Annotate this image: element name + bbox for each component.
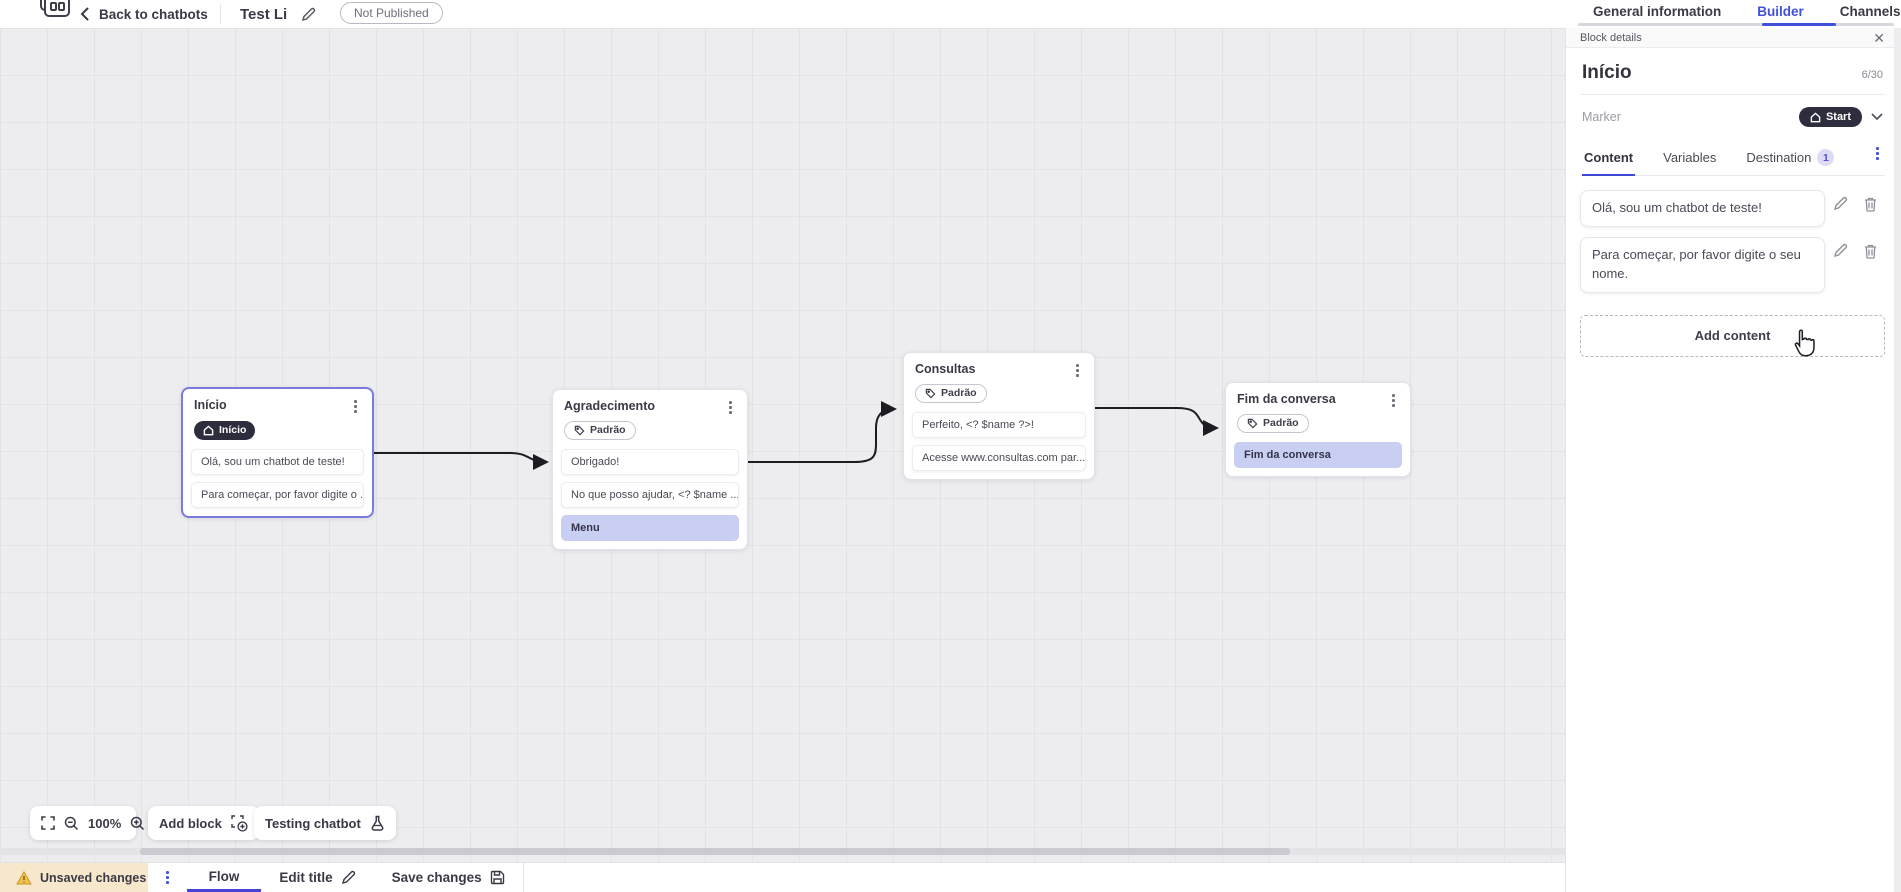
unsaved-changes-indicator: Unsaved changes [0, 863, 148, 892]
panel-tabs: Content Variables Destination 1 [1580, 137, 1885, 176]
block-menu-icon[interactable] [1072, 362, 1083, 379]
block-details-panel: Block details ✕ Início 6/30 Marker Start… [1565, 28, 1901, 892]
block-content-item[interactable]: Para começar, por favor digite o ... [191, 481, 364, 508]
unsaved-changes-label: Unsaved changes [40, 870, 147, 885]
content-item-row: Para começar, por favor digite o seu nom… [1580, 236, 1885, 293]
block-content-item[interactable]: Perfeito, <? $name ?>! [912, 411, 1086, 438]
block-menu-icon[interactable] [725, 399, 736, 416]
flow-block-consultas[interactable]: Consultas Padrão Perfeito, <? $name ?>! … [903, 352, 1095, 480]
panel-scrollbar-track[interactable] [1894, 28, 1901, 892]
tab-general-information[interactable]: General information [1593, 3, 1722, 19]
top-bar: Back to chatbots Test Li Not Published G… [0, 0, 1901, 28]
block-menu-icon[interactable] [350, 398, 361, 415]
block-menu-item[interactable]: Menu [561, 514, 739, 541]
back-to-chatbots-button[interactable]: Back to chatbots [80, 0, 208, 28]
horizontal-scrollbar-thumb[interactable] [140, 848, 1290, 855]
save-changes-label: Save changes [391, 870, 482, 885]
chevron-down-icon[interactable] [1871, 113, 1883, 121]
zoom-out-icon[interactable] [64, 816, 79, 831]
bottom-bar: Unsaved changes Flow Edit title Save cha… [0, 862, 1565, 892]
block-content-item[interactable]: No que posso ajudar, <? $name ... [561, 481, 739, 508]
content-text-card[interactable]: Olá, sou um chatbot de teste! [1580, 190, 1825, 227]
marker-start-button[interactable]: Start [1798, 107, 1862, 127]
tab-builder[interactable]: Builder [1757, 3, 1804, 19]
testing-chatbot-button[interactable]: Testing chatbot [254, 806, 396, 840]
marker-label: Marker [1582, 110, 1621, 124]
content-text-card[interactable]: Para começar, por favor digite o seu nom… [1580, 236, 1825, 293]
delete-content-icon[interactable] [1855, 190, 1885, 212]
zoom-in-icon[interactable] [130, 816, 145, 831]
block-title: Fim da conversa [1237, 392, 1336, 406]
block-menu-icon[interactable] [1388, 392, 1399, 409]
tab-destination[interactable]: Destination 1 [1744, 143, 1836, 175]
home-icon [203, 425, 214, 436]
tab-flow[interactable]: Flow [186, 863, 262, 892]
panel-header-label: Block details [1580, 31, 1642, 44]
save-icon [490, 870, 505, 885]
char-counter: 6/30 [1861, 69, 1883, 81]
horizontal-scrollbar[interactable] [0, 848, 1565, 855]
chatbot-title: Test Li [240, 5, 288, 23]
close-icon[interactable]: ✕ [1873, 29, 1885, 46]
block-content-item[interactable]: Fim da conversa [1234, 441, 1402, 468]
tag-badge: Padrão [1237, 413, 1309, 433]
tag-icon [925, 388, 936, 399]
add-block-button[interactable]: Add block [148, 806, 259, 840]
chevron-left-icon [80, 7, 89, 21]
add-block-label: Add block [159, 815, 222, 831]
flow-block-fim-da-conversa[interactable]: Fim da conversa Padrão Fim da conversa [1225, 382, 1411, 477]
flow-tab-label: Flow [208, 868, 240, 884]
home-icon [1810, 111, 1821, 122]
tab-content[interactable]: Content [1582, 144, 1636, 176]
edit-content-icon[interactable] [1825, 237, 1855, 258]
block-title: Agradecimento [564, 399, 655, 413]
tab-channels[interactable]: Channels [1839, 3, 1901, 19]
block-content-item[interactable]: Olá, sou um chatbot de teste! [191, 448, 364, 475]
tag-icon [574, 425, 585, 436]
destination-count-badge: 1 [1817, 149, 1835, 166]
block-content-item[interactable]: Obrigado! [561, 448, 739, 475]
testing-chatbot-label: Testing chatbot [265, 815, 361, 831]
save-changes-button[interactable]: Save changes [374, 863, 523, 892]
delete-content-icon[interactable] [1855, 237, 1885, 259]
edit-title-button[interactable]: Edit title [261, 863, 373, 892]
add-content-button[interactable]: Add content [1580, 314, 1885, 357]
status-badge: Not Published [340, 2, 443, 24]
tab-variables[interactable]: Variables [1663, 150, 1717, 165]
builder-tab-underline [1762, 23, 1836, 26]
edit-title-label: Edit title [279, 870, 333, 885]
edit-title-pencil-icon[interactable] [301, 7, 316, 22]
flow-block-agradecimento[interactable]: Agradecimento Padrão Obrigado! No que po… [552, 389, 748, 550]
tag-icon [1247, 418, 1258, 429]
content-item-row: Olá, sou um chatbot de teste! [1580, 190, 1885, 227]
start-marker-badge: Início [194, 420, 256, 440]
pencil-icon [341, 870, 356, 885]
warning-icon [16, 870, 32, 885]
top-tabs: General information Builder Channels [1593, 0, 1901, 24]
fullscreen-icon[interactable] [41, 816, 55, 830]
block-title: Consultas [915, 362, 976, 376]
flow-block-inicio[interactable]: Início Início Olá, sou um chatbot de tes… [181, 387, 374, 518]
flask-icon [370, 815, 385, 831]
top-tabs-track [1578, 23, 1894, 26]
panel-tabs-menu-icon[interactable] [1872, 145, 1883, 162]
block-title: Início [194, 398, 227, 412]
block-name-field[interactable]: Início [1582, 62, 1632, 83]
app-logo-icon [38, 0, 74, 26]
edit-content-icon[interactable] [1825, 190, 1855, 211]
add-block-icon [231, 814, 248, 832]
tag-badge: Padrão [915, 383, 987, 403]
tag-badge: Padrão [564, 420, 636, 440]
flow-canvas[interactable]: Início Início Olá, sou um chatbot de tes… [0, 28, 1565, 862]
topbar-divider [220, 4, 221, 24]
bottom-bar-menu-icon[interactable] [148, 863, 187, 892]
zoom-controls: 100% [30, 806, 145, 840]
zoom-level: 100% [88, 815, 122, 831]
block-content-item[interactable]: Acesse www.consultas.com par... [912, 444, 1086, 471]
bottom-bar-divider [522, 863, 524, 892]
back-label: Back to chatbots [99, 6, 208, 22]
